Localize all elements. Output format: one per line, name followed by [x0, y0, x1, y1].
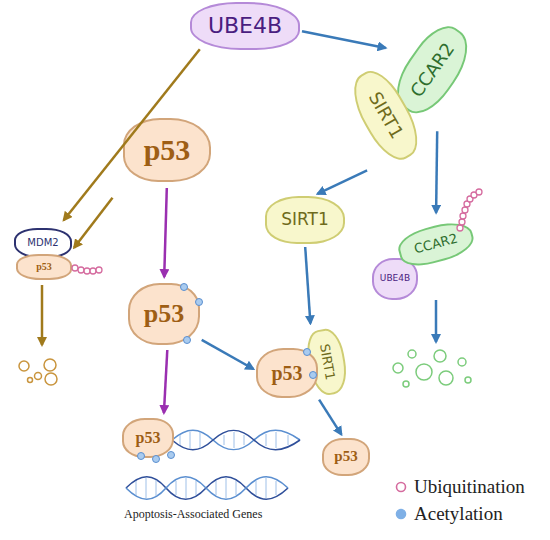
protein-blob: p53 [322, 438, 370, 476]
degradation-arrow [435, 300, 438, 342]
dna-helix [126, 430, 300, 499]
protein-name: UBE4B [380, 274, 410, 283]
ubiquitin-chain [72, 189, 482, 274]
pathway-arrow [436, 131, 437, 213]
protein-blob: SIRT1 [265, 196, 345, 244]
legend-row: Acetylation [394, 503, 503, 525]
protein-blob: p53 [256, 348, 318, 398]
protein-blob: p53 [122, 418, 174, 458]
protein-blob: CCAR2 [395, 217, 478, 271]
legend-row: Ubiquitination [394, 476, 525, 498]
pathway-arrow [319, 400, 341, 435]
pathway-arrow [164, 350, 167, 413]
degradation-fragments [393, 350, 471, 387]
protein-name: CCAR2 [413, 232, 459, 257]
pathway-arrow [302, 31, 386, 48]
legend-text: Acetylation [414, 503, 503, 525]
protein-blob: UBE4B [190, 2, 300, 50]
protein-name: UBE4B [208, 14, 282, 37]
degradation-arrow [41, 285, 44, 345]
protein-blob: p53 [16, 254, 72, 280]
protein-name: p53 [144, 134, 191, 166]
protein-name: CCAR2 [407, 39, 458, 100]
protein-name: p53 [136, 430, 161, 447]
protein-name: SIRT1 [317, 343, 337, 381]
protein-blob: p53 [123, 118, 211, 182]
gene-label: Apoptosis-Associated Genes [124, 507, 262, 522]
protein-blob: p53 [128, 283, 200, 345]
protein-name: MDM2 [27, 238, 58, 249]
legend-swatch [394, 507, 408, 521]
pathway-arrow [305, 247, 310, 323]
pathway-arrow [74, 198, 112, 248]
protein-name: SIRT1 [365, 89, 407, 142]
pathway-arrow [164, 188, 167, 277]
protein-name: p53 [334, 449, 357, 465]
pathway-arrow [318, 170, 368, 194]
degradation-fragments [19, 359, 57, 385]
protein-name: SIRT1 [281, 211, 329, 229]
pathway-arrow [202, 340, 254, 369]
protein-name: p53 [271, 363, 302, 384]
legend-text: Ubiquitination [414, 476, 525, 498]
protein-name: p53 [36, 262, 52, 273]
protein-name: p53 [144, 300, 184, 327]
legend-swatch [394, 480, 408, 494]
